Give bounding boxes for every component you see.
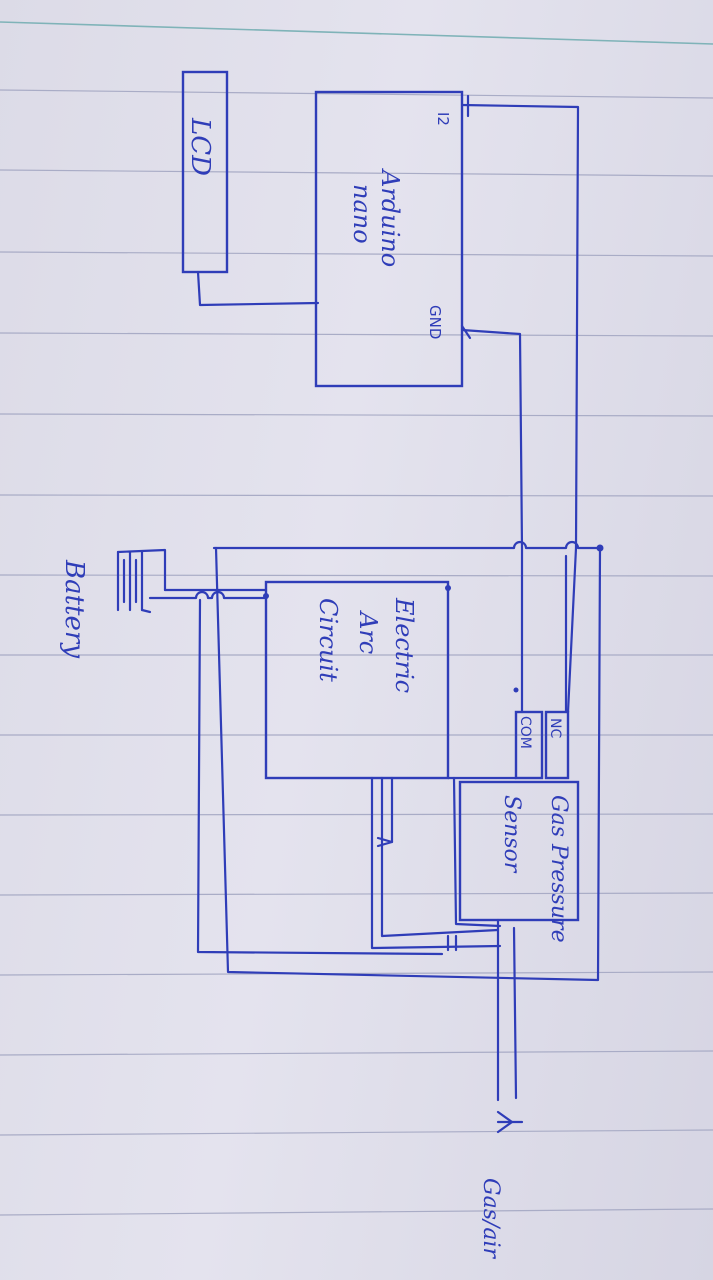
gas-inlet: Gas/air bbox=[478, 918, 524, 1260]
nc-terminal bbox=[544, 710, 570, 780]
arc-label-line2: Arc bbox=[354, 610, 382, 654]
arduino-wiring bbox=[460, 94, 580, 550]
pin-i2c-label: I2 bbox=[434, 112, 452, 126]
pin-gnd-label: GND bbox=[426, 305, 444, 339]
sensor-label-line2: Sensor bbox=[499, 795, 524, 874]
arc-label-line3: Circuit bbox=[314, 598, 342, 682]
sensor-label-line1: Gas Pressure bbox=[546, 795, 571, 943]
nc-label: NC bbox=[547, 718, 563, 738]
inlet-label: Gas/air bbox=[478, 1178, 503, 1260]
gas-pressure-sensor: Gas Pressure Sensor NC COM bbox=[458, 710, 580, 943]
arduino-label-line1: Arduino bbox=[376, 168, 404, 267]
ruled-lines bbox=[0, 89, 713, 1216]
main-wiring bbox=[148, 540, 604, 982]
arduino-label-line2: nano bbox=[348, 184, 376, 244]
lcd-module: LCD bbox=[181, 70, 320, 307]
electric-arc-circuit: Electric Arc Circuit bbox=[264, 580, 450, 780]
arduino-nano: Arduino nano I2 GND bbox=[314, 90, 464, 388]
com-label: COM bbox=[517, 716, 533, 749]
arc-label-line1: Electric bbox=[390, 597, 418, 693]
battery: Battery bbox=[59, 548, 167, 658]
com-terminal bbox=[514, 710, 544, 780]
battery-label: Battery bbox=[59, 559, 89, 658]
lcd-label: LCD bbox=[185, 117, 215, 176]
margin-line bbox=[0, 21, 713, 45]
